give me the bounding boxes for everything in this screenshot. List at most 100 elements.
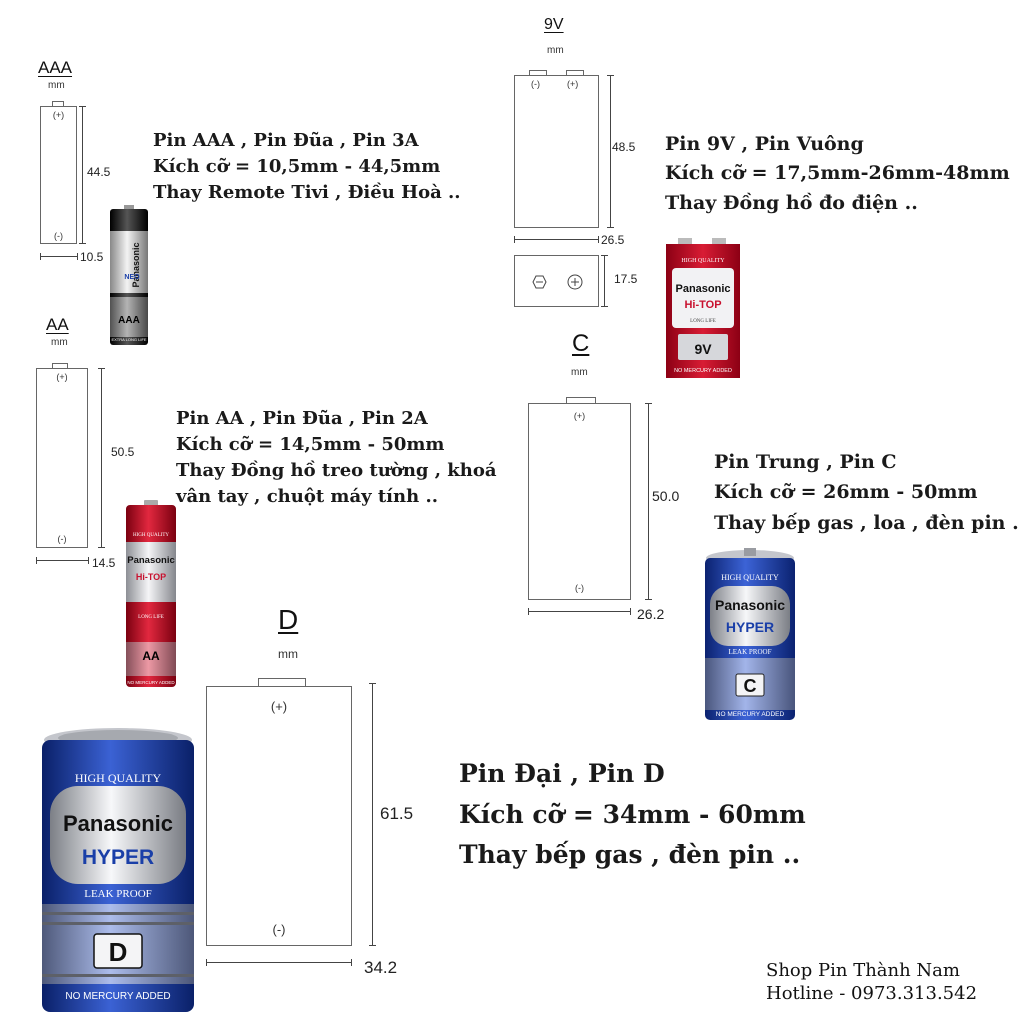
- d-battery-brand: Panasonic: [63, 811, 173, 836]
- c-battery-small-text: LEAK PROOF: [729, 648, 772, 656]
- 9v-desc-line-2: Kích cỡ = 17,5mm-26mm-48mm: [665, 162, 1010, 185]
- d-plus-label: (+): [270, 699, 288, 714]
- 9v-minus-terminal-outline: [529, 70, 547, 76]
- aaa-description: Pin AAA , Pin Đũa , Pin 3A Kích cỡ = 10,…: [153, 128, 461, 206]
- d-battery-small-text: LEAK PROOF: [84, 888, 152, 900]
- 9v-width-line: [514, 236, 599, 243]
- c-plus-label: (+): [573, 411, 586, 421]
- aa-desc-line-1: Pin AA , Pin Đũa , Pin 2A: [176, 408, 428, 429]
- d-battery-size-text: D: [109, 937, 128, 967]
- 9v-battery-outline: (-) (+): [514, 75, 599, 228]
- aaa-width-label: 10.5: [80, 250, 104, 264]
- aa-battery-bottom-text: NO MERCURY ADDED: [127, 680, 175, 685]
- aa-desc-line-4: vân tay , chuột máy tính ..: [176, 486, 438, 508]
- 9v-desc-line-1: Pin 9V , Pin Vuông: [665, 133, 864, 155]
- d-description: Pin Đại , Pin D Kích cỡ = 34mm - 60mm Th…: [459, 754, 806, 876]
- aa-desc-line-2: Kích cỡ = 14,5mm - 50mm: [176, 434, 445, 456]
- aaa-width-line: [40, 253, 78, 260]
- aa-height-label: 50.5: [111, 445, 135, 459]
- aaa-battery-model: NEO: [124, 274, 140, 281]
- aa-height-line: [98, 368, 105, 548]
- 9v-depth-label: 17.5: [614, 272, 638, 286]
- d-battery-bottom-text: NO MERCURY ADDED: [65, 991, 170, 1002]
- aaa-desc-line-2: Kích cỡ = 10,5mm - 44,5mm: [153, 156, 441, 178]
- aa-cap-outline: [52, 363, 68, 369]
- aa-battery-brand: Panasonic: [127, 555, 175, 566]
- 9v-battery-model: Hi-TOP: [684, 299, 721, 311]
- c-panasonic-hyper-battery: HIGH QUALITY Panasonic HYPER LEAK PROOF …: [705, 548, 795, 720]
- d-height-line: [369, 683, 376, 946]
- aaa-height-label: 44.5: [87, 165, 111, 179]
- 9v-size-title: 9V: [544, 16, 564, 33]
- d-battery-top-text: HIGH QUALITY: [75, 771, 162, 785]
- c-battery-outline: (+) (-): [528, 403, 631, 600]
- d-battery-outline: (+) (-): [206, 686, 352, 946]
- aa-battery-size-text: AA: [142, 649, 160, 663]
- 9v-battery-bottom-text: NO MERCURY ADDED: [674, 368, 732, 374]
- aaa-minus-label: (-): [54, 231, 63, 241]
- aaa-battery-small-text: EXTRA LONG LIFE: [111, 337, 146, 342]
- d-size-title: D: [278, 604, 299, 635]
- aaa-unit-label: mm: [48, 80, 65, 91]
- d-desc-line-2: Kích cỡ = 34mm - 60mm: [459, 799, 806, 829]
- d-cap-outline: [258, 678, 306, 687]
- c-height-line: [645, 403, 652, 600]
- aa-panasonic-hitop-battery: HIGH QUALITY Panasonic Hi-TOP LONG LIFE …: [126, 500, 176, 687]
- shop-footer: Shop Pin Thành Nam Hotline - 0973.313.54…: [766, 960, 977, 1005]
- aa-desc-line-3: Thay Đồng hồ treo tường , khoá: [176, 460, 497, 482]
- 9v-top-view-outline: [514, 255, 599, 307]
- 9v-panasonic-hitop-battery: HIGH QUALITY Panasonic Hi-TOP LONG LIFE …: [666, 238, 740, 378]
- aa-minus-label: (-): [57, 534, 67, 544]
- d-minus-label: (-): [272, 922, 286, 937]
- 9v-terminals-top-view: [532, 274, 583, 290]
- aa-width-line: [36, 557, 89, 564]
- d-desc-line-3: Thay bếp gas , đèn pin ..: [459, 840, 801, 869]
- 9v-height-label: 48.5: [612, 140, 636, 154]
- aa-plus-label: (+): [56, 372, 68, 382]
- aaa-desc-line-1: Pin AAA , Pin Đũa , Pin 3A: [153, 130, 419, 151]
- aa-battery-model: Hi-TOP: [136, 572, 166, 582]
- 9v-width-label: 26.5: [601, 233, 625, 247]
- d-width-label: 34.2: [364, 958, 398, 977]
- c-desc-line-2: Kích cỡ = 26mm - 50mm: [714, 481, 978, 504]
- c-width-label: 26.2: [637, 606, 665, 622]
- aa-width-label: 14.5: [92, 556, 116, 570]
- d-height-label: 61.5: [380, 804, 414, 823]
- d-desc-line-1: Pin Đại , Pin D: [459, 759, 665, 788]
- c-minus-label: (-): [575, 583, 584, 593]
- c-desc-line-1: Pin Trung , Pin C: [714, 451, 897, 473]
- aaa-height-line: [79, 106, 86, 244]
- c-unit-label: mm: [571, 367, 588, 378]
- c-size-title: C: [572, 330, 590, 357]
- d-unit-label: mm: [278, 647, 298, 661]
- c-desc-line-3: Thay bếp gas , loa , đèn pin .: [714, 511, 1019, 534]
- aaa-battery-brand: Panasonic: [131, 242, 141, 287]
- d-panasonic-hyper-battery: HIGH QUALITY Panasonic HYPER LEAK PROOF …: [42, 728, 194, 1012]
- 9v-plus-terminal-outline: [566, 70, 584, 76]
- shop-hotline: Hotline - 0973.313.542: [766, 982, 978, 1004]
- 9v-unit-label: mm: [547, 45, 564, 56]
- aaa-panasonic-neo-battery: Panasonic AAA EXTRA LONG LIFE NEO: [110, 205, 148, 345]
- 9v-minus-label: (-): [531, 79, 540, 89]
- aaa-size-title: AAA: [38, 58, 73, 77]
- 9v-desc-line-3: Thay Đồng hồ đo điện ..: [665, 191, 918, 214]
- aaa-cap-outline: [52, 101, 64, 106]
- aa-battery-top-text: HIGH QUALITY: [133, 533, 169, 538]
- 9v-description: Pin 9V , Pin Vuông Kích cỡ = 17,5mm-26mm…: [665, 130, 1010, 218]
- 9v-battery-top-text: HIGH QUALITY: [681, 258, 725, 264]
- aa-battery-small-text: LONG LIFE: [138, 615, 164, 620]
- c-cap-outline: [566, 397, 596, 404]
- c-description: Pin Trung , Pin C Kích cỡ = 26mm - 50mm …: [714, 447, 1019, 538]
- aaa-desc-line-3: Thay Remote Tivi , Điều Hoà ..: [153, 182, 461, 204]
- aaa-plus-label: (+): [52, 110, 65, 120]
- c-battery-model: HYPER: [726, 619, 774, 635]
- d-battery-model: HYPER: [82, 846, 154, 869]
- 9v-battery-size-text: 9V: [694, 341, 712, 357]
- aa-description: Pin AA , Pin Đũa , Pin 2A Kích cỡ = 14,5…: [176, 406, 497, 510]
- 9v-battery-small-text: LONG LIFE: [690, 319, 716, 324]
- c-battery-brand: Panasonic: [715, 597, 785, 613]
- 9v-battery-brand: Panasonic: [675, 283, 730, 295]
- 9v-plus-label: (+): [567, 79, 579, 89]
- aa-battery-outline: (+) (-): [36, 368, 88, 548]
- 9v-depth-line: [601, 255, 608, 307]
